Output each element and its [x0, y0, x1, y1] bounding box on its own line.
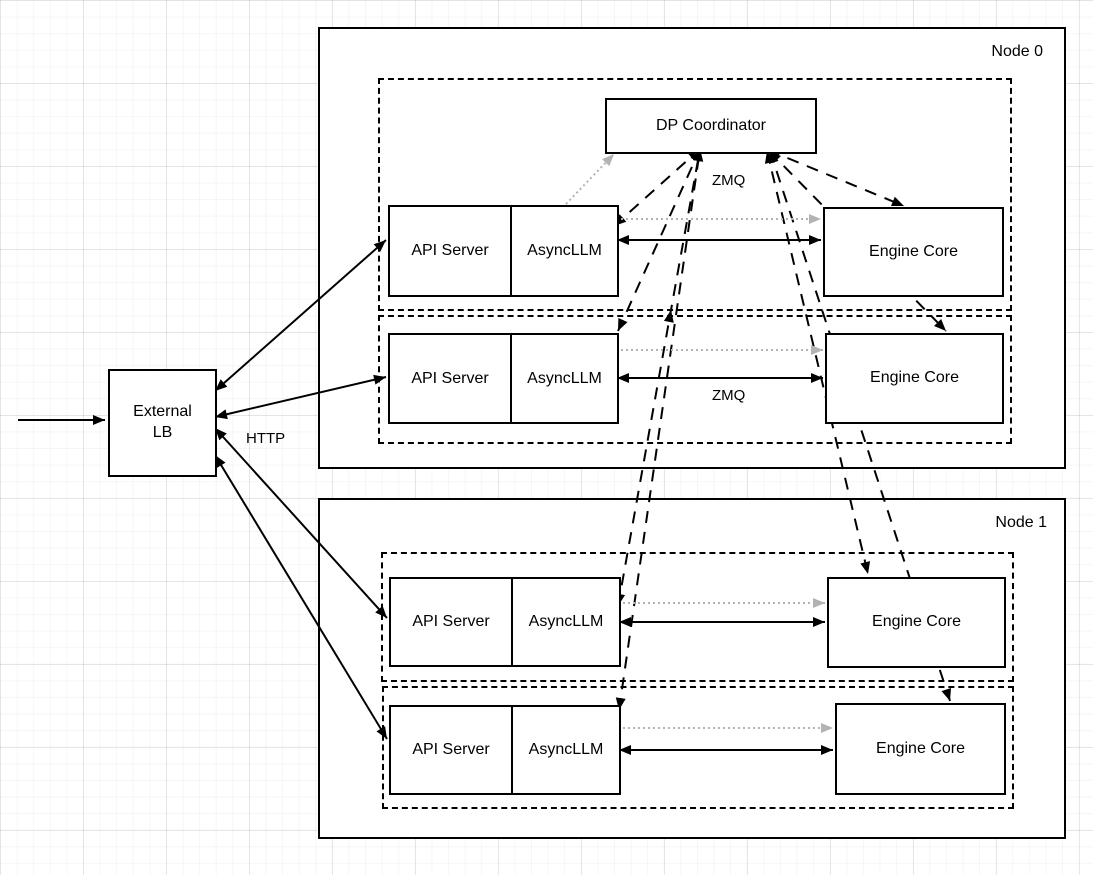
node1-title: Node 1	[995, 514, 1047, 531]
asyncllm-label: AsyncLLM	[527, 242, 602, 259]
engine-core-label: Engine Core	[870, 369, 959, 387]
engine-core-label: Engine Core	[876, 739, 965, 757]
engine-core-box: Engine Core	[835, 703, 1006, 795]
node0-title: Node 0	[991, 43, 1043, 60]
zmq-label-row2: ZMQ	[712, 387, 746, 404]
asyncllm-box: AsyncLLM	[512, 335, 617, 422]
node1-replica0-frontend: API Server AsyncLLM	[389, 577, 621, 667]
api-server-box: API Server	[391, 579, 513, 665]
api-server-box: API Server	[390, 335, 512, 422]
external-lb-box: External LB	[108, 369, 217, 477]
zmq-label-coordinator: ZMQ	[712, 172, 746, 189]
engine-core-label: Engine Core	[872, 613, 961, 631]
external-lb-label-line1: External	[133, 403, 192, 421]
asyncllm-box: AsyncLLM	[513, 707, 619, 793]
asyncllm-label: AsyncLLM	[528, 613, 604, 630]
api-server-label: API Server	[411, 242, 489, 259]
dp-coordinator-label: DP Coordinator	[656, 116, 766, 134]
node0-replica0-frontend: API Server AsyncLLM	[388, 205, 619, 297]
api-server-label: API Server	[411, 369, 489, 387]
node1-replica1-frontend: API Server AsyncLLM	[389, 705, 621, 795]
asyncllm-box: AsyncLLM	[513, 579, 619, 665]
asyncllm-box: AsyncLLM	[512, 207, 617, 295]
engine-core-label: Engine Core	[869, 242, 958, 260]
asyncllm-label: AsyncLLM	[528, 741, 604, 758]
api-server-box: API Server	[391, 707, 513, 793]
api-server-label: API Server	[412, 741, 490, 758]
node0-replica1-frontend: API Server AsyncLLM	[388, 333, 619, 424]
http-label: HTTP	[246, 430, 286, 447]
dp-coordinator-box: DP Coordinator	[605, 98, 817, 154]
engine-core-box: Engine Core	[825, 333, 1004, 424]
engine-core-box: Engine Core	[823, 207, 1004, 297]
api-server-label: API Server	[412, 613, 490, 630]
external-lb-label-line2: LB	[152, 424, 173, 441]
asyncllm-label: AsyncLLM	[527, 369, 602, 387]
api-server-box: API Server	[390, 207, 512, 295]
engine-core-box: Engine Core	[827, 577, 1006, 668]
